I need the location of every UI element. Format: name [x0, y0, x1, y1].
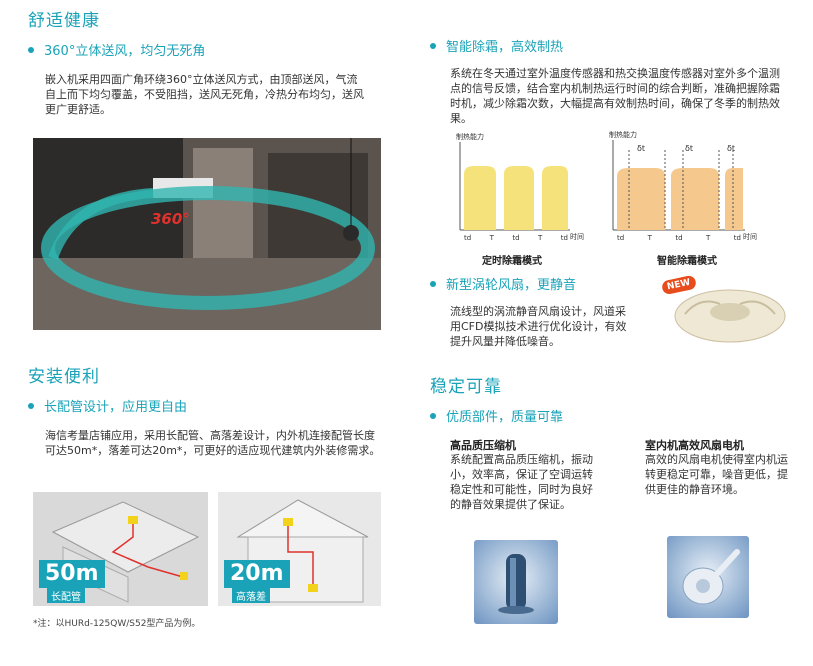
subtitle-quality-parts: 优质部件，质量可靠: [430, 406, 563, 425]
subtitle-text: 优质部件，质量可靠: [446, 410, 564, 425]
subtitle-smart-defrost: 智能除霜，高效制热: [430, 36, 563, 55]
subtitle-text: 长配管设计，应用更自由: [44, 400, 188, 415]
bullet-dot: [28, 402, 34, 409]
install-body-text: 海信考量店铺应用，采用长配管、高落差设计，内外机连接配管长度可达50m*，落差可…: [45, 429, 381, 457]
tick-label: td: [512, 234, 520, 242]
height-drop-badge: 20m: [224, 560, 290, 588]
chart-right-xlabel: 时间: [743, 233, 757, 241]
tick-label: td: [464, 234, 472, 242]
height-drop-label: 高落差: [232, 588, 270, 603]
subtitle-text: 新型涡轮风扇，更静音: [446, 278, 577, 293]
defrost-body-text: 系统在冬天通过室外温度传感器和热交换温度传感器对室外多个温测点的信号反馈，结合室…: [450, 67, 780, 125]
bullet-dot: [430, 42, 436, 49]
turbo-fan-illustration: [674, 289, 786, 343]
bullet-dot: [430, 412, 436, 419]
compressor-illustration: [498, 554, 534, 614]
bullet-dot: [430, 280, 436, 287]
delta-label: δt: [685, 144, 694, 153]
bullet-dot: [28, 46, 34, 53]
tick-label: td: [560, 234, 568, 242]
turbo-fan-image: NEW: [660, 274, 790, 346]
pipe-length-value: 50m: [45, 561, 99, 586]
tick-label: T: [489, 234, 494, 242]
smart-defrost-chart: [612, 140, 745, 231]
height-drop-image: 20m 高落差: [218, 492, 381, 606]
fan-body-text: 流线型的涡流静音风扇设计，风道采用CFD模拟技术进行优化设计，有效提升风量并降低…: [450, 305, 627, 348]
chart-left-ticks: td T td T td: [464, 234, 568, 242]
subtitle-360-airflow: 360°立体送风，均匀无死角: [28, 40, 205, 59]
fan-motor-image: [667, 536, 749, 618]
fan-motor-body: 高效的风扇电机使得室内机运转更稳定可靠，噪音更低，提供更佳的静音环境。: [645, 453, 788, 496]
fan-motor-title: 室内机高效风扇电机: [645, 439, 744, 452]
tick-label: td: [617, 234, 625, 242]
chart-left-caption: 定时除霜模式: [482, 256, 542, 267]
chart-timed-defrost: 制热能力 时间 td T td T td 定时除霜模式: [452, 132, 602, 267]
comfort-body-text: 嵌入机采用四面广角环绕360°立体送风方式，由顶部送风，气流自上而下均匀覆盖，不…: [45, 73, 364, 116]
tick-label: T: [647, 234, 652, 242]
chart-right-ticks: td T td T td: [617, 234, 741, 242]
height-drop-value: 20m: [230, 561, 284, 586]
compressor-body: 系统配置高品质压缩机，振动小，效率高，保证了空调运转稳定性和可能性，同时为良好的…: [450, 453, 593, 511]
tick-label: T: [538, 234, 543, 242]
interior-photo-illustration: [33, 138, 381, 330]
tick-label: T: [706, 234, 711, 242]
delta-label: δt: [637, 144, 646, 153]
chart-right-ylabel: 制热能力: [609, 131, 637, 139]
section-title-reliable: 稳定可靠: [430, 377, 502, 397]
section-title-comfort: 舒适健康: [28, 11, 100, 31]
chart-smart-defrost: 制热能力 δt δt δt 时间 td T td T td 智能除霜模式: [605, 130, 780, 267]
delta-label: δt: [727, 144, 736, 153]
timed-defrost-chart: [459, 142, 570, 231]
compressor-image: [474, 540, 558, 624]
section-title-install: 安装便利: [28, 367, 100, 387]
tick-label: td: [675, 234, 683, 242]
subtitle-turbo-fan: 新型涡轮风扇，更静音: [430, 274, 576, 293]
long-pipe-image: 50m 长配管: [33, 492, 208, 606]
pipe-length-label: 长配管: [47, 588, 85, 603]
chart-right-caption: 智能除霜模式: [657, 256, 717, 267]
footnote: *注：以HURd-125QW/S52型产品为例。: [33, 619, 201, 629]
subtitle-text: 360°立体送风，均匀无死角: [44, 44, 206, 59]
compressor-title: 高品质压缩机: [450, 439, 516, 452]
photo-360-badge: 360°: [151, 210, 190, 228]
interior-photo: 360°: [33, 138, 381, 330]
subtitle-text: 智能除霜，高效制热: [446, 40, 564, 55]
tick-label: td: [733, 234, 741, 242]
chart-left-ylabel: 制热能力: [456, 133, 484, 141]
chart-left-xlabel: 时间: [570, 233, 584, 241]
subtitle-long-pipe: 长配管设计，应用更自由: [28, 396, 187, 415]
pipe-length-badge: 50m: [39, 560, 105, 588]
fan-motor-illustration: [682, 549, 740, 605]
